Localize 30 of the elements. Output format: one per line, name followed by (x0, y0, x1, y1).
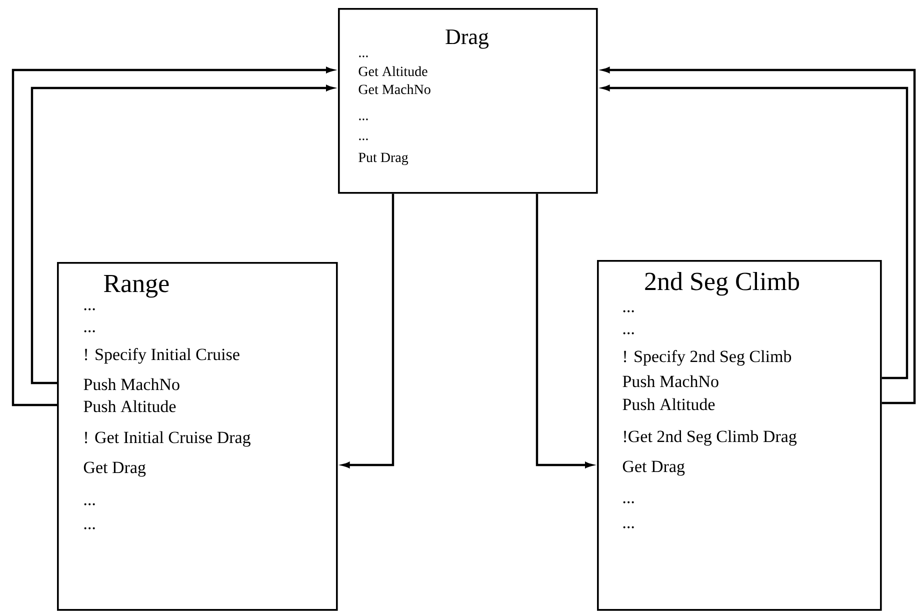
code-line: Get Drag (622, 460, 685, 476)
code-line: Put Drag (358, 152, 408, 166)
code-line: Get MachNo (358, 84, 430, 94)
code-line: ! Get Initial Cruise Drag (85, 431, 250, 447)
code-line: ... (84, 330, 95, 332)
code-line: Push MachNo (84, 378, 180, 390)
code-line: ... (623, 310, 634, 312)
module-box (597, 260, 882, 611)
box-title: Range (104, 274, 169, 298)
code-line: ... (84, 527, 95, 530)
code-line: ... (623, 332, 634, 334)
code-line: ... (359, 138, 368, 140)
code-line: Push Altitude (84, 400, 176, 412)
code-line: ... (359, 56, 368, 58)
code-line: Get Altitude (358, 66, 428, 76)
code-line: ... (84, 308, 95, 310)
box-title: 2nd Seg Climb (645, 272, 800, 296)
code-line: ! Specify Initial Cruise (85, 348, 240, 364)
code-line: Push Altitude (622, 398, 715, 410)
code-line: ... (623, 526, 634, 528)
module-box (57, 262, 338, 611)
code-line: Get Drag (84, 462, 146, 477)
module-box (338, 8, 598, 194)
code-line: ... (84, 503, 95, 506)
code-line: Push MachNo (622, 375, 718, 388)
code-line: ! Specify 2nd Seg Climb (624, 350, 792, 366)
box-title: Drag (446, 30, 489, 49)
code-line: ... (359, 118, 368, 120)
code-line: !Get 2nd Seg Climb Drag (624, 430, 797, 446)
code-line: ... (623, 501, 634, 504)
